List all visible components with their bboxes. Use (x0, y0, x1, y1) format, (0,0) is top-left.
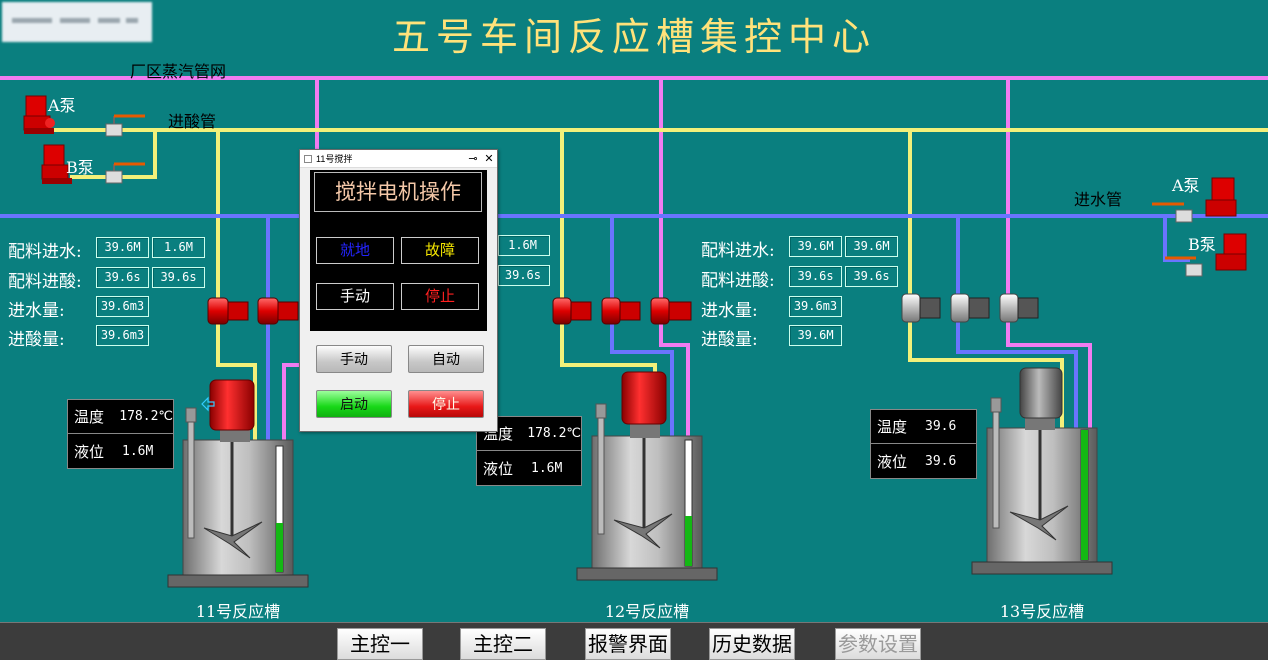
pump-a-left (23, 95, 55, 134)
pump-b-right (1215, 233, 1247, 271)
right-param-label-acid-feed: 配料进酸: (701, 271, 775, 291)
right-water-feed-value-1: 39.6M (789, 236, 842, 257)
level-label: 液位 (483, 459, 514, 478)
nav-alarm[interactable]: 报警界面 (585, 628, 671, 660)
close-icon[interactable]: ✕ (484, 153, 494, 165)
right-water-qty-value: 39.6m3 (789, 296, 842, 317)
acid-qty-value: 39.6m3 (96, 325, 149, 346)
dialog-heading: 搅拌电机操作 (314, 172, 482, 212)
pump-a-right-label: A泵 (1172, 176, 1200, 195)
pump-a-right (1205, 177, 1237, 217)
nav-main-control-2[interactable]: 主控二 (460, 628, 546, 660)
right-acid-feed-value-2: 39.6s (845, 266, 898, 287)
param-label-acid-qty: 进酸量: (8, 330, 65, 350)
status-fault: 故障 (401, 237, 479, 264)
water-pipe (0, 214, 1268, 440)
mid-water-feed-value: 1.6M (498, 235, 550, 256)
steam-pipe-label: 厂区蒸汽管网 (130, 62, 227, 81)
temp-value: 178.2℃ (119, 409, 173, 424)
param-label-water-qty: 进水量: (8, 301, 65, 321)
valve-tank11 (207, 297, 299, 325)
right-acid-qty-value: 39.6M (789, 325, 842, 346)
param-label-water-feed: 配料进水: (8, 242, 82, 262)
right-param-label-acid-qty: 进酸量: (701, 330, 758, 350)
status-manual: 手动 (316, 283, 394, 310)
level-value: 39.6 (925, 453, 957, 469)
valve-tank13 (901, 293, 1039, 323)
temp-value: 178.2℃ (527, 426, 581, 441)
tank11-name: 11号反应槽 (195, 602, 281, 621)
tank13-name: 13号反应槽 (999, 602, 1085, 621)
level-label: 液位 (74, 442, 105, 461)
water-pipe-label: 进水管 (1074, 190, 1123, 209)
pump-b-right-label: B泵 (1188, 235, 1216, 254)
dialog-title: 11号搅拌 (316, 154, 353, 164)
temp-label: 温度 (74, 408, 105, 426)
tank-11 (167, 379, 309, 588)
valve-tank12 (552, 297, 692, 325)
level-value: 1.6M (122, 443, 154, 459)
nav-history[interactable]: 历史数据 (709, 628, 795, 660)
mid-acid-feed-value: 39.6s (498, 265, 550, 286)
level-label: 液位 (877, 452, 908, 471)
temp-label: 温度 (877, 418, 908, 436)
manual-button[interactable]: 手动 (316, 345, 392, 373)
page-title: 五号车间反应槽集控中心 (391, 15, 876, 59)
status-panel: 搅拌电机操作 就地 故障 手动 停止 (310, 170, 487, 331)
water-feed-value-2: 1.6M (152, 237, 205, 258)
window-icon (304, 154, 312, 163)
acid-pipe-label: 进酸管 (168, 112, 217, 131)
pump-b-left-label: B泵 (66, 158, 94, 177)
start-button[interactable]: 启动 (316, 390, 392, 418)
status-stop: 停止 (401, 283, 479, 310)
hand-valve-left-b (105, 162, 145, 184)
dialog-titlebar[interactable]: 11号搅拌 ⊸ ✕ (300, 150, 497, 168)
water-feed-value-1: 39.6M (96, 237, 149, 258)
hand-valve-right-b (1165, 256, 1203, 277)
acid-feed-value-2: 39.6s (152, 267, 205, 288)
temp-value: 39.6 (925, 419, 957, 434)
tank11-info: 温度 178.2℃ 液位 1.6M (67, 399, 174, 469)
nav-main-control-1[interactable]: 主控一 (337, 628, 423, 660)
pump-a-left-label: A泵 (48, 96, 76, 115)
param-label-acid-feed: 配料进酸: (8, 272, 82, 292)
pump-b-left (41, 144, 72, 184)
right-param-label-water-feed: 配料进水: (701, 241, 775, 261)
stop-button[interactable]: 停止 (408, 390, 484, 418)
tank-13 (971, 367, 1113, 575)
right-param-label-water-qty: 进水量: (701, 301, 758, 321)
hand-valve-right-a (1152, 202, 1193, 223)
acid-feed-value-1: 39.6s (96, 267, 149, 288)
mixer-motor-dialog: 11号搅拌 ⊸ ✕ 搅拌电机操作 就地 故障 手动 停止 手动 自动 启动 停止 (299, 149, 498, 432)
tank-12 (576, 371, 718, 581)
status-local: 就地 (316, 237, 394, 264)
right-acid-feed-value-1: 39.6s (789, 266, 842, 287)
right-water-feed-value-2: 39.6M (845, 236, 898, 257)
nav-settings[interactable]: 参数设置 (835, 628, 921, 660)
pin-icon[interactable]: ⊸ (468, 153, 478, 165)
water-qty-value: 39.6m3 (96, 296, 149, 317)
tank13-info: 温度 39.6 液位 39.6 (870, 409, 977, 479)
blurred-logo (2, 2, 152, 42)
auto-button[interactable]: 自动 (408, 345, 484, 373)
bottom-nav-bar: 主控一 主控二 报警界面 历史数据 参数设置 (0, 622, 1268, 660)
tank12-name: 12号反应槽 (604, 602, 690, 621)
hand-valve-left-a (105, 114, 145, 137)
process-diagram (0, 76, 1268, 588)
level-value: 1.6M (531, 460, 563, 476)
